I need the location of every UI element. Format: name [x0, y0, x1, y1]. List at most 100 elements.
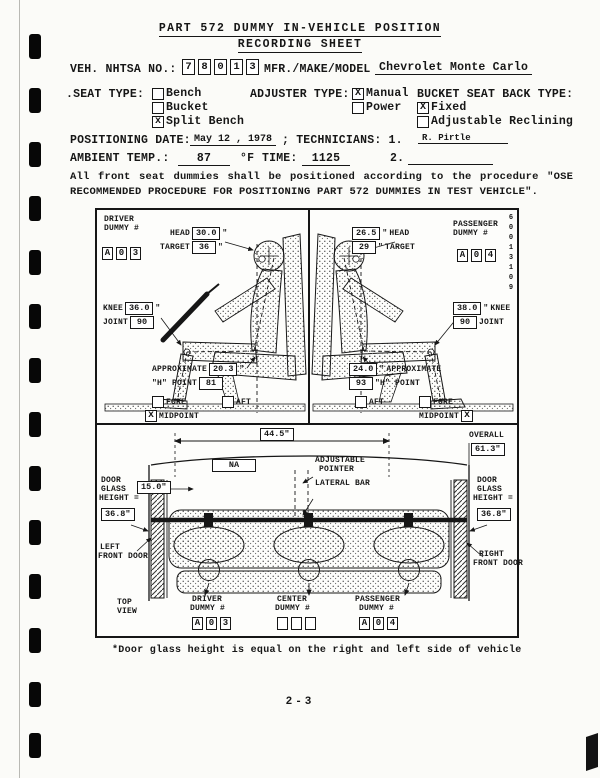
checkbox-fixed: X: [417, 101, 429, 114]
joint-label: JOINT: [479, 318, 505, 327]
topview-driver-dummy-label: DUMMY #: [190, 604, 226, 613]
passenger-aft: AFT: [355, 396, 384, 408]
inch-mark: ": [218, 243, 224, 252]
adjuster-type-label: ADJUSTER TYPE:: [250, 88, 350, 101]
split-bench-label: Split Bench: [166, 115, 245, 128]
driver-approx-row: APPROXIMATE 20.3 ": [152, 363, 244, 376]
power-label: Power: [366, 101, 402, 114]
veh-digit: 3: [246, 59, 259, 75]
inch-mark: ": [378, 243, 384, 252]
subheader: RECORDING SHEET: [0, 34, 600, 53]
checkbox-midpoint: x: [461, 410, 474, 422]
ambient-temp-value: 87: [178, 152, 230, 166]
positioning-diagram: DRIVER DUMMY # HEAD 30.0 " TARGET 36 " A…: [95, 208, 523, 638]
midpoint-label: MIDPOINT: [419, 411, 460, 421]
passenger-h-point-value: 24.0: [349, 363, 378, 376]
header: PART 572 DUMMY IN-VEHICLE POSITION: [0, 18, 600, 37]
h-point-label: "H" POINT: [152, 379, 198, 388]
bucket-label: Bucket: [166, 101, 209, 114]
dummy-id-char: [277, 617, 288, 630]
scan-corner-mark: [586, 733, 598, 771]
aft-label: AFT: [236, 397, 252, 407]
dummy-id-char: 0: [116, 247, 127, 260]
checkbox-adjustable-reclining: [417, 115, 429, 128]
passenger-head-row: 26.5 " HEAD: [352, 227, 409, 240]
passenger-label: PASSENGER: [453, 220, 499, 229]
inch-mark: ": [483, 304, 489, 313]
driver-h-point-value: 20.3: [209, 363, 238, 376]
checkbox-bucket: [152, 101, 164, 114]
left-front-door-label-1: LEFT: [100, 543, 121, 552]
checkbox-split-bench: x: [152, 115, 164, 128]
veh-digit: 8: [198, 59, 211, 75]
technician-2-line: [408, 152, 493, 165]
driver-knee-angle: 90: [130, 316, 155, 329]
fore-label: FORE: [433, 397, 454, 407]
bucket-back-type-label: BUCKET SEAT BACK TYPE:: [417, 88, 574, 101]
veh-digit: 7: [182, 59, 195, 75]
driver-joint-row: JOINT 90: [103, 316, 155, 329]
adjustable-pointer-label-2: POINTER: [319, 465, 355, 474]
lateral-bar-label: LATERAL BAR: [315, 479, 371, 488]
target-label: TARGET: [160, 243, 191, 252]
dummy-id-char: 3: [130, 247, 141, 260]
dummy-id-char: 0: [471, 249, 482, 262]
veh-digit: 1: [230, 59, 243, 75]
topview-driver-id: A 0 3: [192, 617, 232, 630]
knee-label: KNEE: [490, 304, 511, 313]
topview-center-id: [277, 617, 317, 630]
dummy-id-char: 0: [206, 617, 217, 630]
passenger-dummy-number-label: DUMMY #: [453, 229, 489, 238]
diagram-section-divider: [97, 423, 517, 425]
passenger-head-value: 26.5: [352, 227, 381, 240]
dummy-id-char: A: [102, 247, 113, 260]
right-door-glass-height: 36.8": [477, 508, 511, 521]
driver-dummy-id: A 0 3: [102, 247, 142, 260]
passenger-approx-row: 24.0 " APPROXIMATE: [349, 363, 441, 376]
checkbox-fore: [419, 396, 431, 408]
positioning-date-label: POSITIONING DATE:: [70, 134, 191, 147]
adjuster-manual: X Manual: [352, 87, 409, 100]
driver-dummy-number-label: DUMMY #: [104, 224, 140, 233]
note-line-1: All front seat dummies shall be position…: [70, 171, 574, 183]
ambient-temp-label: AMBIENT TEMP.:: [70, 152, 170, 165]
technician-2-label: 2.: [390, 152, 405, 165]
manual-label: Manual: [366, 87, 409, 100]
passenger-h-point-row: 93 "H" POINT: [349, 377, 420, 390]
passenger-dummy-id: A 0 4: [457, 249, 497, 262]
passenger-midpoint: MIDPOINT x: [419, 410, 474, 422]
dummy-id-char: [291, 617, 302, 630]
mfr-label: MFR./MAKE/MODEL: [264, 63, 371, 76]
page-number: 2-3: [285, 696, 315, 708]
technicians-label: ; TECHNICIANS: 1.: [282, 134, 403, 147]
temp-unit: °F: [240, 152, 255, 165]
passenger-joint-row: 90 JOINT: [453, 316, 504, 329]
technician-1-value: R. Pirtle: [418, 133, 508, 144]
head-label: HEAD: [170, 229, 191, 238]
topview-center-label: CENTER: [277, 595, 308, 604]
passenger-fore: FORE: [419, 396, 453, 408]
fore-label: FORE: [166, 397, 187, 407]
inch-mark: ": [155, 304, 161, 313]
driver-h-point-angle: 81: [199, 377, 224, 390]
driver-target-row: TARGET 36 ": [160, 241, 223, 254]
checkbox-mark: x: [154, 115, 161, 127]
dummy-id-char: A: [192, 617, 203, 630]
driver-label: DRIVER: [104, 215, 135, 224]
topview-passenger-label: PASSENGER: [355, 595, 401, 604]
passenger-knee-row: 38.0 " KNEE: [453, 302, 510, 315]
mfr-value: Chevrolet Monte Carlo: [375, 61, 533, 75]
driver-head-row: HEAD 30.0 ": [170, 227, 227, 240]
checkbox-bench: [152, 87, 164, 100]
topview-passenger-id: A 0 4: [359, 617, 399, 630]
inch-mark: ": [379, 365, 385, 374]
scan-serial-code: 60013109: [507, 214, 515, 294]
head-label: HEAD: [389, 229, 410, 238]
passenger-h-point-angle: 93: [349, 377, 373, 390]
passenger-knee-value: 38.0: [453, 302, 482, 315]
top-view-label-2: VIEW: [117, 607, 138, 616]
driver-fore: FORE: [152, 396, 186, 408]
fixed-label: Fixed: [431, 101, 467, 114]
driver-knee-value: 36.0: [125, 302, 154, 315]
inch-mark: ": [222, 229, 228, 238]
